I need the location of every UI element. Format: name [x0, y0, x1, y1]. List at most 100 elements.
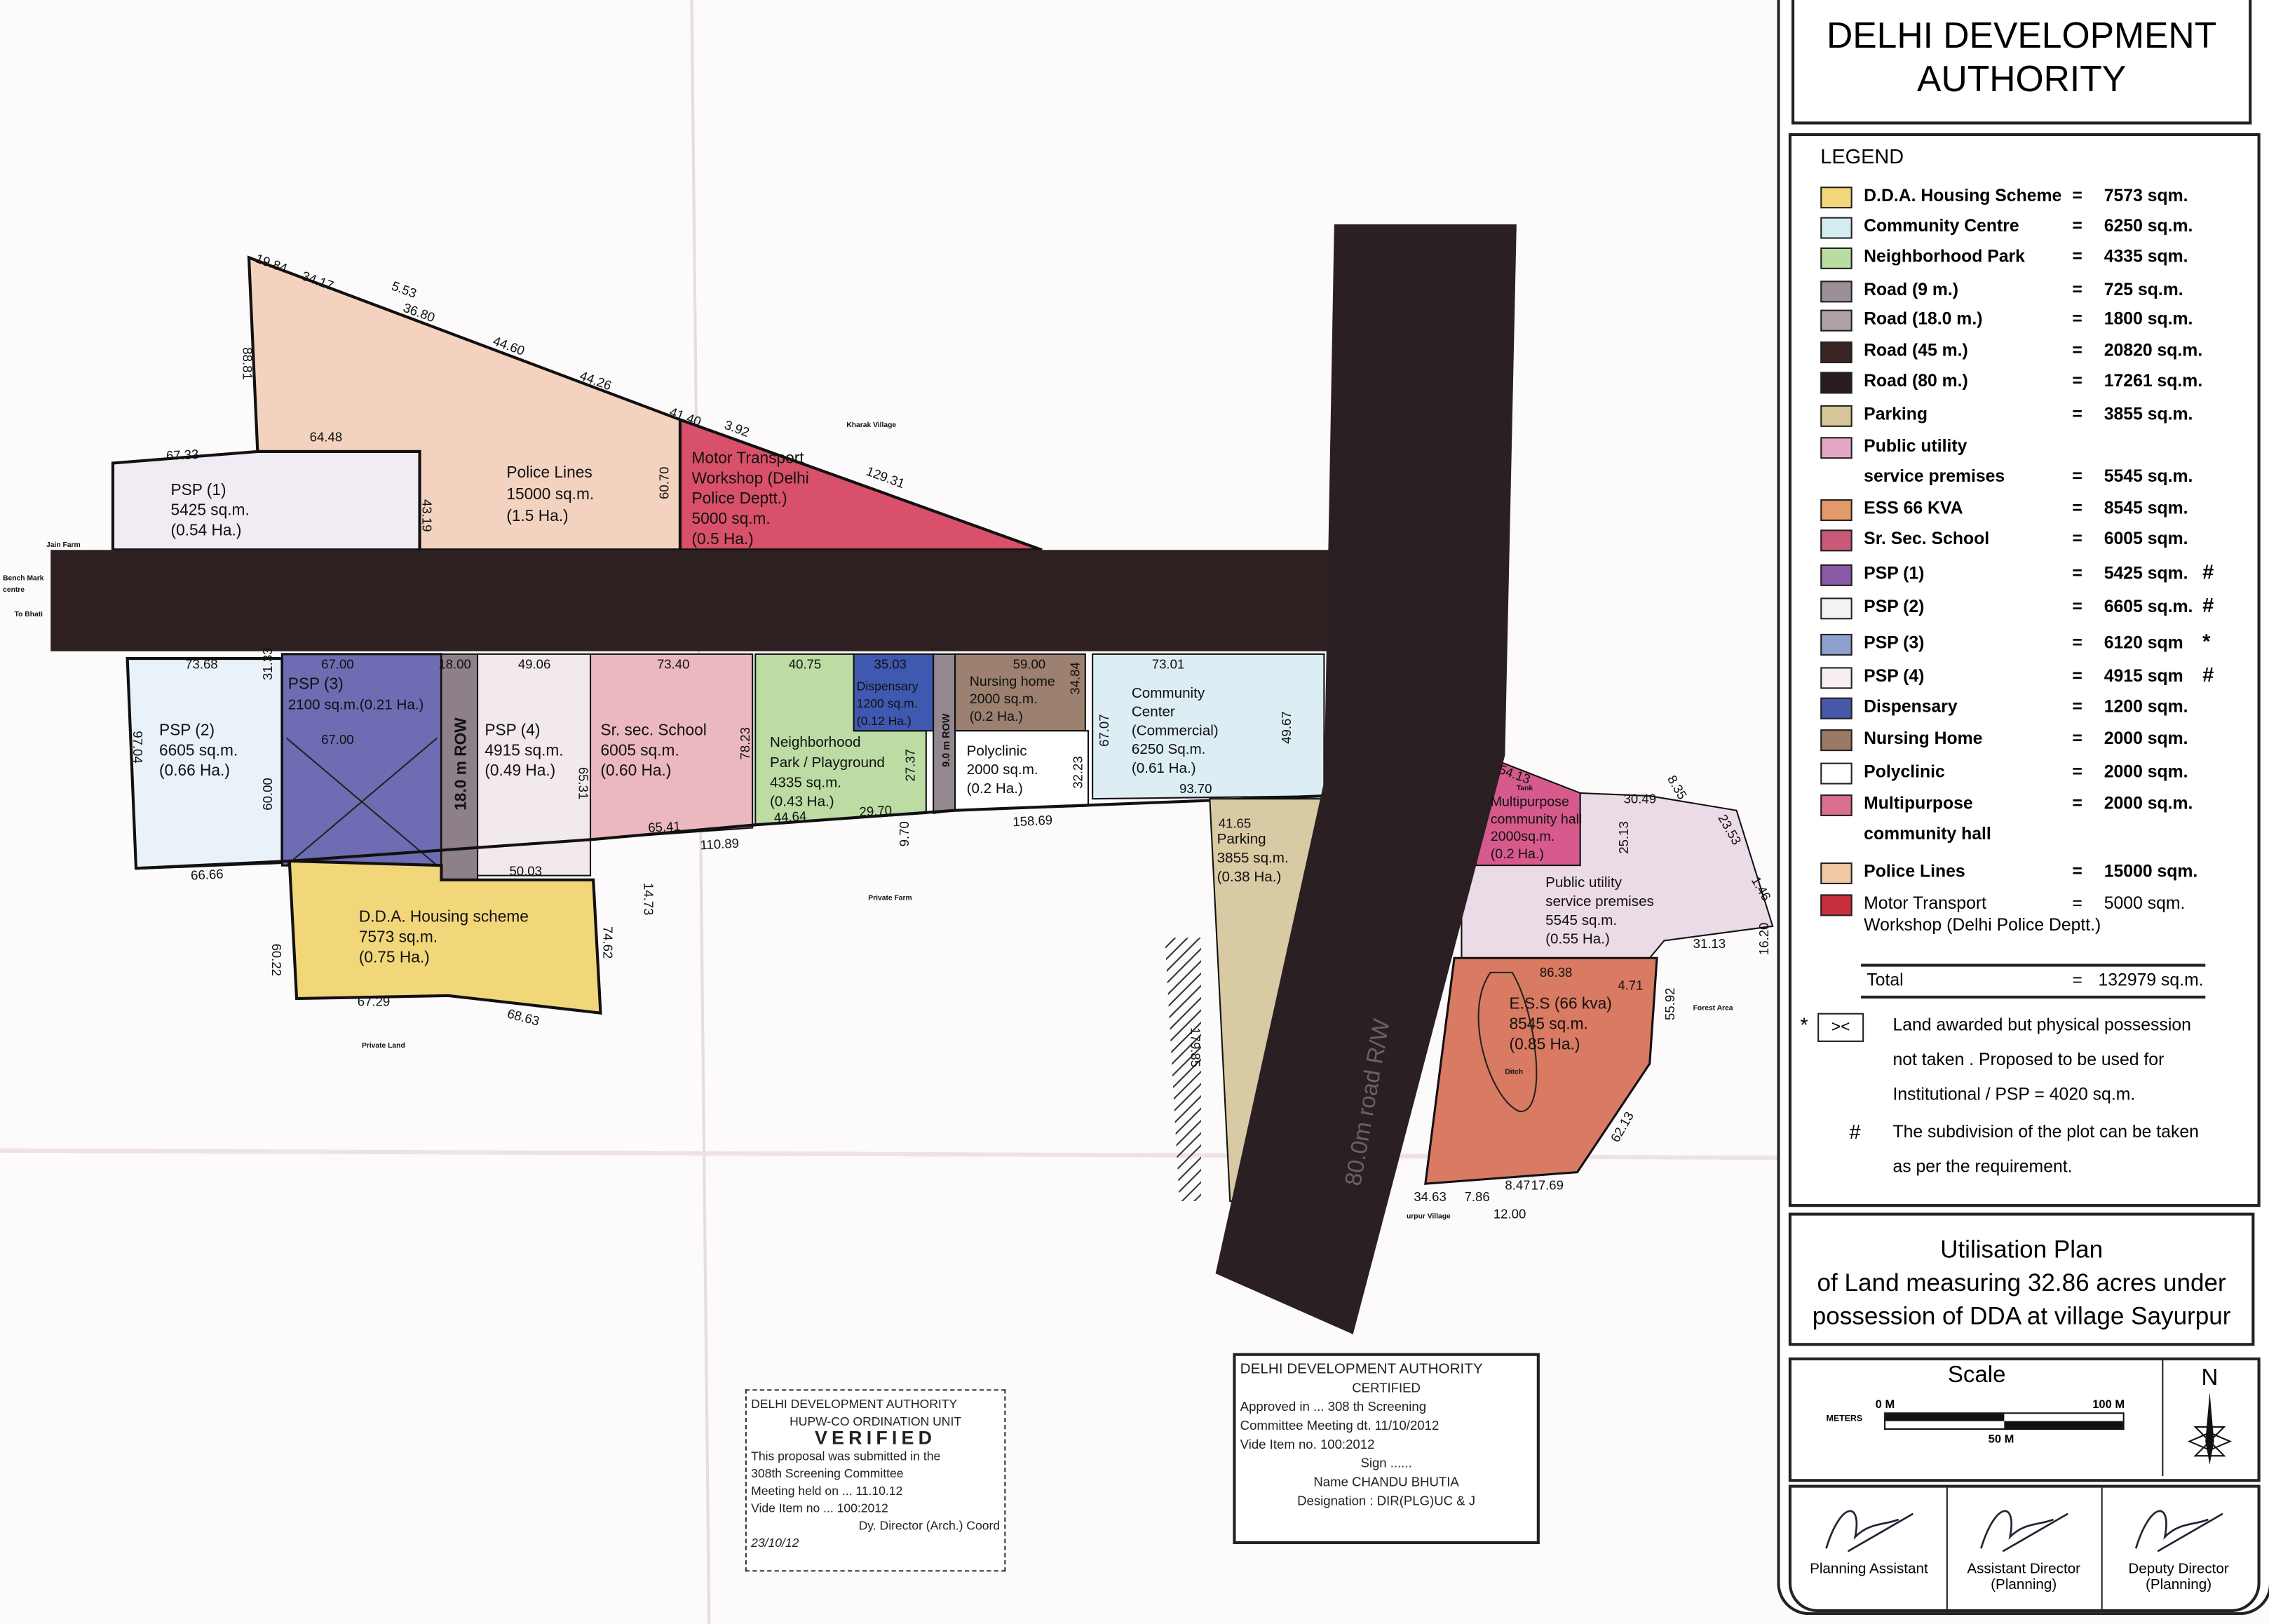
plot-school	[589, 653, 754, 841]
dimension-label: 50.03	[509, 864, 541, 879]
place-label: Jain Farm	[46, 541, 81, 549]
plot-ha: (0.2 Ha.)	[967, 780, 1023, 797]
plot-ha: (0.61 Ha.)	[1132, 760, 1196, 776]
label-polyclinic: Polyclinic 2000 sq.m. (0.2 Ha.)	[967, 743, 1038, 797]
plot-area: 5000 sq.m.	[691, 509, 770, 527]
dimension-label: 34.84	[1068, 662, 1083, 694]
dimension-label: 4.71	[1618, 978, 1643, 993]
legend-swatch	[1820, 667, 1853, 689]
legend: LEGEND D.D.A. Housing Scheme = 7573 sqm.…	[1788, 133, 2261, 1207]
plot-area: 7573 sq.m.	[359, 928, 438, 946]
plot-name: PSP (3)	[288, 674, 344, 692]
dimension-label: 179.85	[1188, 1027, 1203, 1067]
legend-mark: *	[2202, 629, 2211, 653]
plan-title: Utilisation Plan of Land measuring 32.86…	[1788, 1212, 2255, 1346]
legend-swatch	[1820, 309, 1853, 332]
place-label: centre	[3, 586, 25, 594]
legend-equals: =	[2072, 696, 2082, 717]
dimension-label: 88.81	[241, 347, 255, 379]
road-18m-label: 18.0 m ROW	[452, 717, 470, 811]
legend-value: 20820 sq.m.	[2104, 339, 2203, 360]
stamp-text: Committee Meeting dt. 11/10/2012	[1240, 1418, 1440, 1433]
authority-header: DELHI DEVELOPMENT AUTHORITY	[1791, 0, 2252, 125]
site-boundary-south	[135, 794, 1325, 870]
legend-label: Road (9 m.)	[1864, 279, 1959, 300]
legend-value: 6120 sqm	[2104, 632, 2183, 653]
legend-label: Motor Transport	[1864, 893, 1986, 914]
legend-value: 5000 sqm.	[2104, 893, 2186, 914]
signature-role: Planning Assistant	[1810, 1561, 1928, 1578]
dimension-label: 74.62	[601, 926, 616, 959]
dimension-label: 67.07	[1097, 714, 1111, 746]
dimension-label: 5.53	[390, 278, 419, 301]
legend-mark: #	[2202, 663, 2214, 686]
plot-ha: (0.60 Ha.)	[600, 761, 671, 779]
hash-symbol: #	[1849, 1120, 1861, 1144]
place-label: Private Farm	[868, 895, 912, 902]
label-ess: E.S.S (66 kva) 8545 sq.m. (0.85 Ha.)	[1510, 994, 1612, 1053]
legend-swatch	[1820, 529, 1853, 552]
stamp-text: 308th Screening Committee	[751, 1466, 904, 1481]
dimension-label: 12.00	[1494, 1207, 1526, 1222]
label-psp4: PSP (4) 4915 sq.m. (0.49 Ha.)	[485, 720, 563, 779]
plot-name: Center	[1132, 704, 1175, 720]
plot-name: Polyclinic	[967, 743, 1027, 759]
plot-area: 6605 sq.m.	[159, 740, 238, 759]
dimension-label: 68.63	[506, 1006, 541, 1028]
dimension-label: 67.00	[321, 656, 353, 671]
plot-name: PSP (2)	[159, 720, 215, 738]
dimension-label: 44.64	[773, 808, 806, 825]
legend-swatch	[1820, 372, 1853, 394]
note-star: Land awarded but physical possession not…	[1892, 1007, 2254, 1111]
legend-swatch	[1820, 862, 1853, 884]
plot-area: 4915 sq.m.	[485, 740, 563, 759]
plot-name: Multipurpose	[1491, 794, 1569, 810]
signature-role: Deputy Director	[2128, 1561, 2229, 1578]
label-utility: Public utility service premises 5545 sq.…	[1545, 874, 1654, 947]
legend-swatch	[1820, 794, 1853, 816]
scale-end: 100 M	[2092, 1398, 2125, 1412]
stamp-text: Sign ......	[1360, 1456, 1412, 1470]
label-dispensary: Dispensary 1200 sq.m. (0.12 Ha.)	[857, 679, 919, 728]
dimension-label: 40.75	[789, 656, 821, 671]
plot-name: service premises	[1545, 893, 1654, 909]
legend-value: 2000 sqm.	[2104, 728, 2188, 748]
plot-area: 6250 Sq.m.	[1132, 741, 1205, 757]
stamp-text: This proposal was submitted in the	[751, 1448, 941, 1463]
legend-equals: =	[2072, 632, 2082, 653]
plot-ha: (0.66 Ha.)	[159, 761, 230, 779]
legend-label: PSP (2)	[1864, 596, 1925, 617]
legend-label: Road (45 m.)	[1864, 339, 1968, 360]
plot-ha: (1.5 Ha.)	[506, 506, 568, 525]
signature-cell: Planning Assistant	[1792, 1487, 1948, 1609]
dimension-label: 8.47	[1505, 1177, 1530, 1192]
plot-name: Park / Playground	[770, 755, 885, 771]
label-school: Sr. sec. School 6005 sq.m. (0.60 Ha.)	[600, 720, 706, 779]
dimension-label: 66.66	[191, 866, 224, 882]
legend-total: Total = 132979 sq.m.	[1861, 963, 2206, 999]
handwritten-signature	[1824, 1510, 1913, 1552]
plot-area: 4335 sq.m.	[770, 775, 841, 791]
dimension-label: 9.70	[897, 821, 912, 846]
plot-area: 3855 sq.m.	[1217, 850, 1289, 866]
label-park: Neighborhood Park / Playground 4335 sq.m…	[770, 734, 885, 810]
handwritten-signature	[2134, 1510, 2223, 1552]
not-possessed-cross	[285, 737, 438, 866]
legend-swatch	[1820, 437, 1853, 459]
legend-label: D.D.A. Housing Scheme	[1864, 185, 2062, 206]
legend-label: PSP (4)	[1864, 665, 1925, 686]
stamp-text: DELHI DEVELOPMENT AUTHORITY	[751, 1396, 958, 1412]
legend-equals: =	[2072, 893, 2082, 914]
plot-ha: (0.12 Ha.)	[857, 714, 912, 728]
scale-start: 0 M	[1875, 1398, 1895, 1412]
dimension-label: 64.48	[310, 429, 342, 444]
plot-area: 6005 sq.m.	[600, 740, 679, 759]
stamp-text: Meeting held on ... 11.10.12	[751, 1483, 903, 1498]
not-possessed-symbol-icon: ><	[1817, 1013, 1864, 1042]
plot-ha: (0.55 Ha.)	[1545, 931, 1610, 947]
star-symbol: *	[1800, 1013, 1808, 1036]
dimension-label: 27.37	[902, 749, 917, 781]
legend-equals: =	[2072, 497, 2082, 518]
legend-swatch	[1820, 762, 1853, 785]
dimension-label: 31.13	[1693, 936, 1726, 951]
